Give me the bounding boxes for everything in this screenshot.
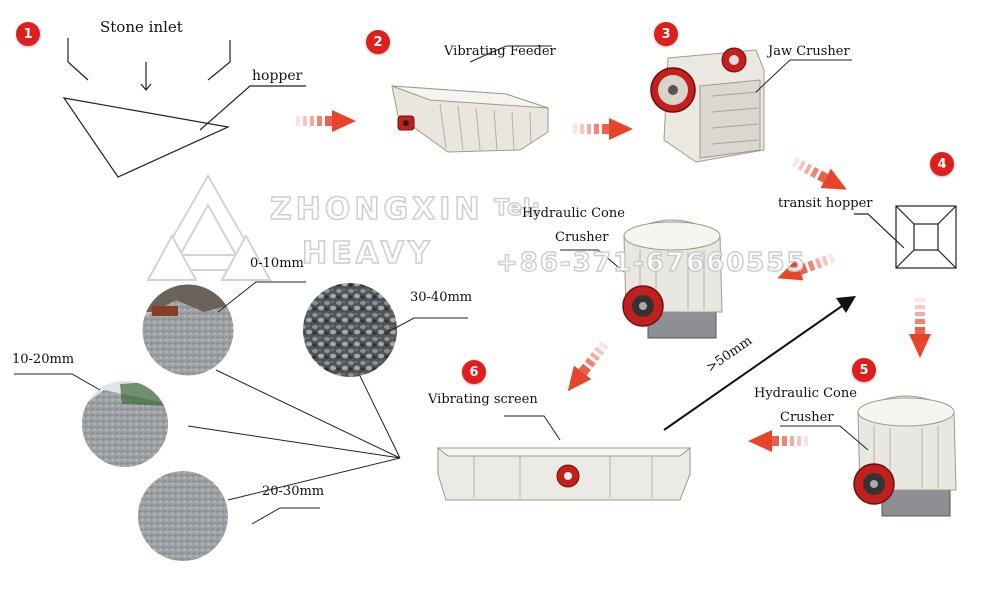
product-label-0-10mm: 0-10mm: [250, 256, 304, 271]
vibrating-screen-label: Vibrating screen: [428, 392, 538, 407]
step-badge-3: 3: [654, 22, 678, 46]
arrow-3-to-4: [788, 151, 853, 200]
arrow-5-to-6: [748, 430, 808, 452]
vibrating-feeder-label: Vibrating Feeder: [444, 44, 556, 59]
watermark-tel-label: Tel:: [493, 195, 542, 222]
cone-crusher-upper-label-line2: Crusher: [555, 230, 609, 245]
jaw-crusher-label: Jaw Crusher: [768, 44, 850, 59]
oversize-return-arrow: [663, 296, 856, 431]
step-badge-2: 2: [366, 30, 390, 54]
hopper-drawing: [62, 38, 306, 178]
arrow-2-to-3: [573, 118, 633, 140]
watermark-tel-number: +86-371-67660555: [495, 247, 807, 279]
watermark-line1: ZHONGXIN: [269, 191, 484, 228]
cone-crusher-upper-machine: [560, 219, 723, 339]
step-badge-1: 1: [16, 22, 40, 46]
stone-inlet-label: Stone inlet: [100, 18, 183, 36]
step-badge-4: 4: [930, 152, 954, 176]
transit-hopper-label: transit hopper: [778, 196, 873, 211]
product-0-10mm-photo: [141, 283, 235, 377]
cone-crusher-lower-label-line2: Crusher: [780, 410, 834, 425]
vibrating-screen-machine: [436, 415, 692, 501]
cone-crusher-upper-label-line1: Hydraulic Cone: [522, 206, 625, 221]
product-label-10-20mm: 10-20mm: [12, 352, 75, 367]
transit-hopper-symbol: [854, 205, 957, 269]
vibrating-feeder-machine: [391, 45, 552, 153]
watermark-logo-icon: [146, 173, 272, 281]
product-label-30-40mm: 30-40mm: [410, 290, 473, 305]
product-label-20-30mm: 20-30mm: [262, 484, 325, 499]
product-10-20mm-photo: [82, 381, 168, 467]
cone-crusher-lower-machine: [780, 395, 957, 517]
product-20-30mm-photo: [138, 471, 228, 561]
jaw-crusher-machine: [650, 47, 852, 163]
hopper-label: hopper: [252, 68, 303, 84]
product-leader-lines: [14, 281, 468, 525]
cone-crusher-lower-label-line1: Hydraulic Cone: [754, 386, 857, 401]
step-badge-6: 6: [462, 360, 486, 384]
arrow-4-to-5: [909, 298, 931, 358]
product-30-40mm-photo: [303, 283, 397, 377]
arrow-cone-to-screen: [559, 337, 614, 399]
arrow-1-to-2: [296, 110, 356, 132]
watermark-line2: HEAVY: [301, 235, 434, 272]
step-badge-5: 5: [852, 358, 876, 382]
